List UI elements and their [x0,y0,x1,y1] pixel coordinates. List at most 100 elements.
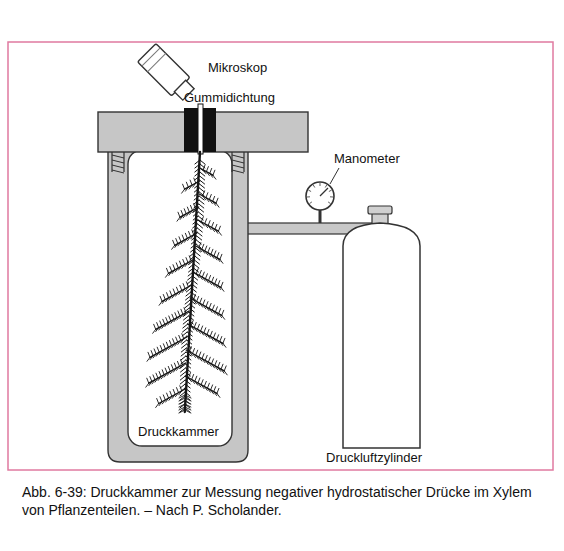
stroke [147,357,150,361]
stroke [194,200,199,204]
stroke [195,256,200,260]
stroke [204,386,207,390]
stroke [211,254,214,258]
stroke [173,265,175,270]
stroke [210,331,212,336]
stroke [185,263,188,267]
stroke [212,310,215,314]
stroke [203,300,205,305]
stroke [168,321,171,325]
stroke [183,324,188,328]
stroke [164,373,167,377]
stroke [197,297,199,302]
stroke [149,382,152,386]
stroke [159,389,185,404]
stroke [181,211,183,216]
stroke [196,274,199,278]
stroke [193,209,196,213]
stroke [159,351,162,355]
stroke [186,292,191,296]
stroke [175,244,178,248]
stroke [200,298,202,303]
stroke [169,316,171,321]
stroke [201,331,204,335]
stroke [216,203,219,207]
stroke [180,261,182,266]
stroke [193,354,196,358]
stroke [148,352,150,357]
stroke [189,316,194,320]
stroke [209,303,211,308]
stroke [163,319,165,324]
stroke [212,277,214,282]
stroke [222,315,225,319]
stroke [112,170,124,173]
stroke [187,336,192,340]
stroke [214,392,217,396]
stroke [199,208,204,212]
stroke [194,328,197,332]
stroke [208,253,211,257]
stroke [193,216,198,220]
stroke [193,220,198,224]
stroke [180,372,185,376]
stroke [206,193,208,198]
stroke [155,378,158,382]
part-label: Mikroskop [208,60,267,76]
stroke [207,335,210,339]
stroke [193,295,195,300]
manometer-gauge [306,182,334,210]
stroke [195,381,198,385]
stroke [192,380,195,384]
stroke [329,190,332,191]
conifer-twig [146,152,227,413]
stroke [189,352,192,356]
stroke [208,362,211,366]
stroke [178,242,181,246]
stroke [189,312,194,316]
stroke [187,340,192,344]
stroke [183,184,185,189]
stroke [185,376,217,393]
stroke [205,224,208,228]
stroke [184,308,186,313]
stroke [179,290,182,294]
stroke [180,216,183,220]
stroke [199,194,216,203]
stroke [174,318,177,322]
stroke [198,224,203,228]
stroke [153,354,156,358]
stroke [159,326,162,330]
stroke [211,385,213,390]
stroke [190,180,192,185]
gauge-needle [320,188,328,196]
stroke [214,251,216,256]
stroke [195,376,197,381]
stroke [195,168,200,172]
leader-line [330,168,339,184]
stroke [186,350,224,371]
stroke [199,204,204,208]
stroke [169,272,172,276]
stroke [218,367,221,371]
part-label: Gummidichtung [184,90,275,106]
stroke [200,176,205,180]
stroke [165,368,167,373]
stroke [188,272,193,276]
stroke [206,302,208,307]
stroke [179,395,185,398]
stroke [192,375,194,380]
stroke [168,366,170,371]
stroke [180,396,185,400]
stroke [196,350,198,355]
stroke [157,323,159,328]
stroke [191,321,193,326]
stroke [179,404,185,407]
stroke [196,355,199,359]
stroke [200,180,205,184]
figure-caption: Abb. 6-39: Druckkammer zur Messung negat… [22,483,550,519]
stroke [199,270,201,275]
stroke [173,339,175,344]
stroke [157,399,159,404]
